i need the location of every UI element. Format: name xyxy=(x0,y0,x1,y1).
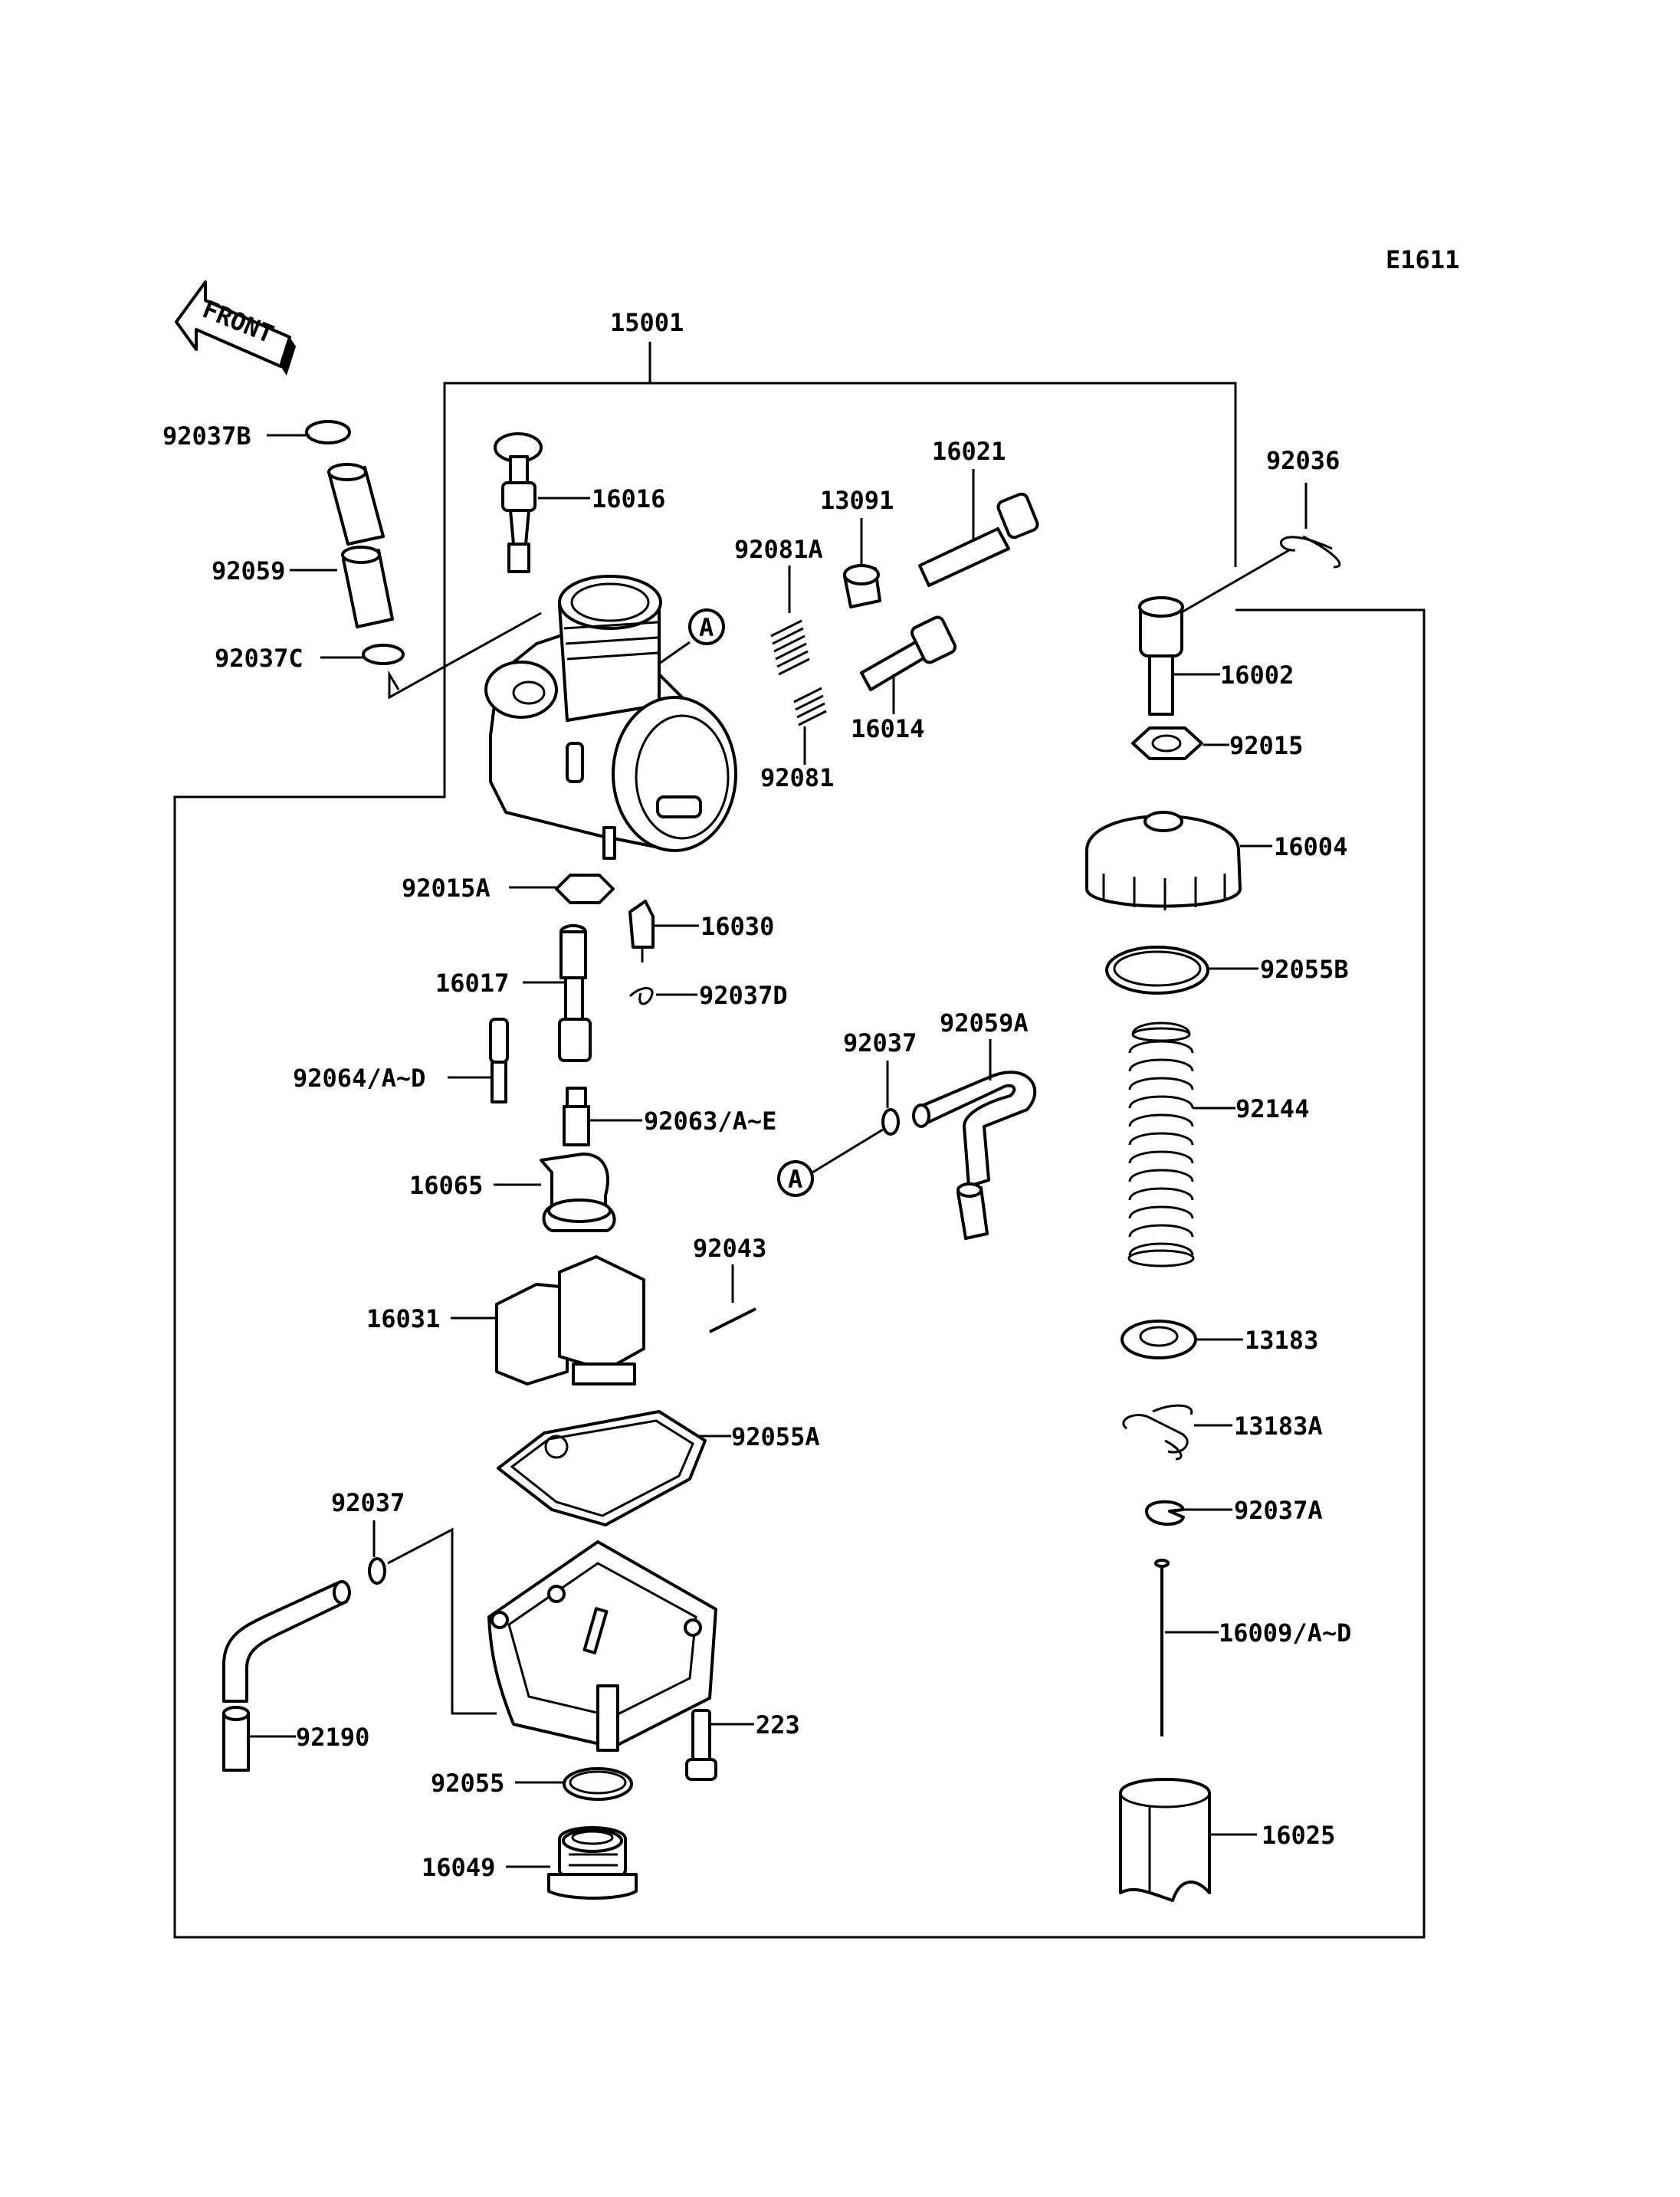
label-13183: 13183 xyxy=(1245,1326,1318,1355)
clamp-92037-mid xyxy=(812,1061,900,1174)
ref-marker-a-top: A xyxy=(688,608,725,645)
label-92059a: 92059A xyxy=(940,1008,1029,1038)
front-arrow-icon: FRONT xyxy=(175,280,296,375)
screw-16016 xyxy=(494,432,590,573)
float-valve-16030 xyxy=(628,900,699,962)
label-92015: 92015 xyxy=(1229,731,1303,760)
label-16004: 16004 xyxy=(1274,832,1347,861)
label-16049: 16049 xyxy=(422,1853,495,1882)
o-ring-92055 xyxy=(515,1767,633,1801)
float-16031 xyxy=(451,1255,645,1385)
clamp-92037-lower xyxy=(368,1520,497,1715)
float-bowl xyxy=(487,1540,717,1752)
label-92037a: 92037A xyxy=(1234,1496,1323,1525)
plug-16049 xyxy=(506,1826,638,1900)
nut-92015 xyxy=(1131,726,1229,760)
label-16031: 16031 xyxy=(366,1304,440,1333)
screw-16021 xyxy=(918,469,1039,587)
label-16021: 16021 xyxy=(932,437,1006,466)
clamp-92037c xyxy=(320,644,405,665)
spacer-16065 xyxy=(494,1153,616,1232)
clip-92037d xyxy=(628,987,697,1005)
label-16002: 16002 xyxy=(1220,661,1294,690)
assembly-frame xyxy=(173,342,1426,1939)
clip-92037a xyxy=(1145,1500,1232,1526)
nut-92015a xyxy=(509,874,615,904)
clip-13183a xyxy=(1122,1404,1232,1461)
cap-16004 xyxy=(1085,811,1272,910)
label-92037c: 92037C xyxy=(215,644,304,673)
clamp-92037b xyxy=(267,420,351,444)
label-16065: 16065 xyxy=(409,1171,483,1200)
label-92037b: 92037B xyxy=(162,421,251,451)
label-92037-lower: 92037 xyxy=(331,1488,405,1517)
hose-92059a xyxy=(912,1039,1037,1240)
label-92059: 92059 xyxy=(212,556,285,585)
svg-text:A: A xyxy=(699,613,714,642)
jet-needle-16009 xyxy=(1154,1559,1219,1736)
label-16016: 16016 xyxy=(592,484,665,513)
washer-13183 xyxy=(1121,1320,1243,1359)
label-92190: 92190 xyxy=(296,1723,369,1752)
ref-marker-a-mid: A xyxy=(777,1160,814,1197)
diagram-id: E1611 xyxy=(1386,245,1459,274)
label-16009: 16009/A~D xyxy=(1219,1618,1351,1648)
carburetor-body-15001 xyxy=(484,575,737,860)
spring-92081 xyxy=(793,687,827,765)
label-92063: 92063/A~E xyxy=(644,1107,776,1136)
label-92055b: 92055B xyxy=(1260,955,1349,984)
spring-92081a xyxy=(770,566,810,676)
sleeve-16025 xyxy=(1119,1778,1257,1902)
screw-223 xyxy=(685,1709,754,1781)
label-92064: 92064/A~D xyxy=(293,1064,425,1093)
snap-ring-92036 xyxy=(1180,483,1341,615)
label-15001: 15001 xyxy=(610,308,684,337)
label-13091: 13091 xyxy=(820,486,894,515)
label-92081a: 92081A xyxy=(734,535,823,564)
label-92037-mid: 92037 xyxy=(843,1028,917,1058)
main-jet-92063 xyxy=(563,1087,642,1146)
hose-92059 xyxy=(290,463,394,628)
label-92037d: 92037D xyxy=(699,981,788,1010)
o-ring-92055b xyxy=(1105,946,1258,995)
pilot-jet-92064 xyxy=(448,1018,509,1103)
svg-text:A: A xyxy=(788,1165,802,1194)
label-92043: 92043 xyxy=(693,1234,766,1263)
label-16025: 16025 xyxy=(1262,1821,1335,1850)
pin-92043 xyxy=(709,1264,756,1333)
hose-92190 xyxy=(222,1580,351,1772)
label-223: 223 xyxy=(756,1710,800,1740)
label-16017: 16017 xyxy=(435,969,509,998)
label-92144: 92144 xyxy=(1235,1094,1309,1123)
label-92015a: 92015A xyxy=(402,874,491,903)
label-92055a: 92055A xyxy=(731,1422,820,1451)
adjuster-16002 xyxy=(1138,596,1220,716)
screw-16014 xyxy=(860,615,957,714)
label-16014: 16014 xyxy=(851,714,924,743)
cap-13091 xyxy=(843,518,881,608)
label-16030: 16030 xyxy=(701,912,774,941)
gasket-92055a xyxy=(497,1410,731,1526)
spring-92144 xyxy=(1127,1021,1235,1267)
label-13183a: 13183A xyxy=(1234,1412,1323,1441)
needle-jet-16017 xyxy=(523,924,592,1062)
label-92036: 92036 xyxy=(1266,446,1340,475)
label-92081: 92081 xyxy=(760,763,834,792)
label-92055: 92055 xyxy=(431,1769,504,1798)
